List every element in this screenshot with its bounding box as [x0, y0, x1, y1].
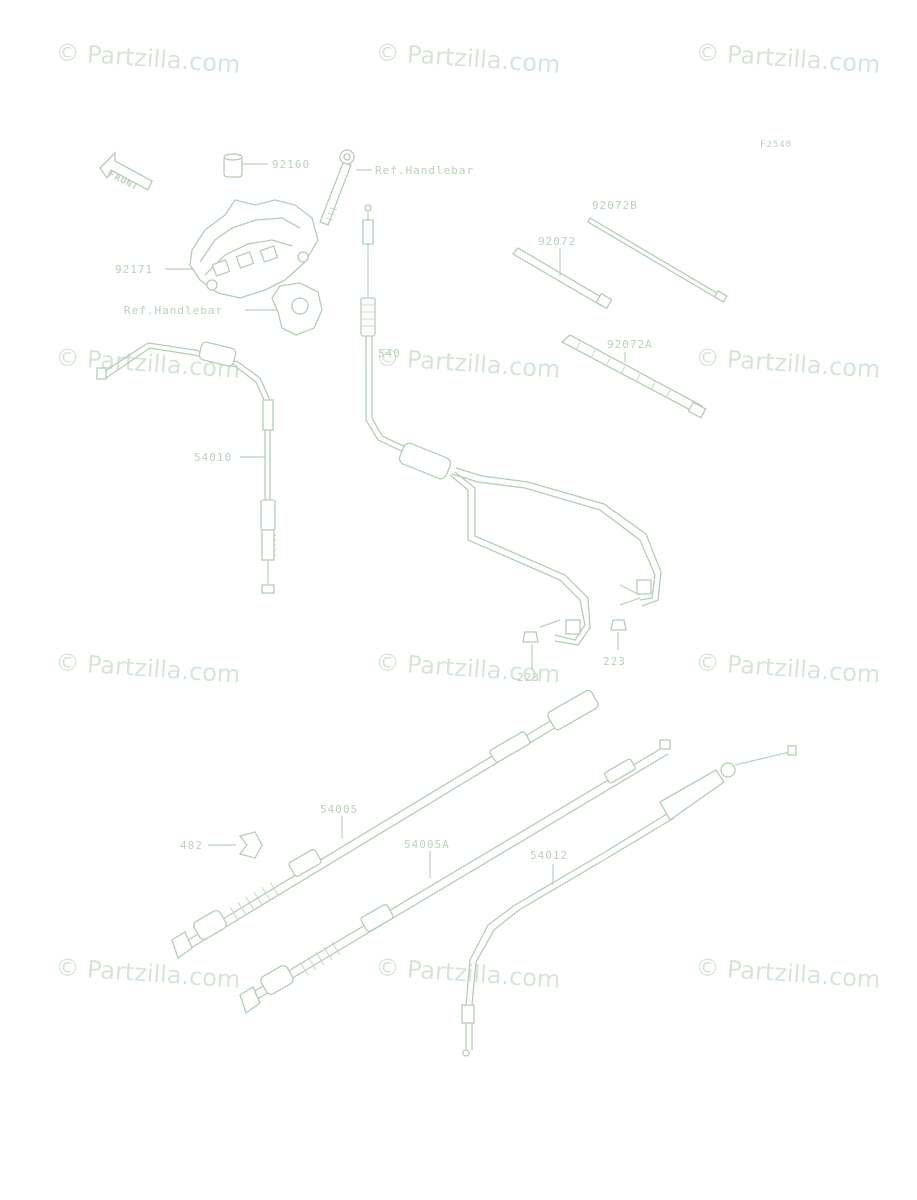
handlebar-clamp-part [271, 282, 323, 336]
front-arrow-icon: FRONT [99, 151, 153, 193]
part-label-54010: 54010 [194, 451, 232, 464]
part-label-92171: 92171 [115, 263, 153, 276]
part-label-223-a: 223 [517, 671, 540, 684]
cable-54010-part [96, 341, 276, 594]
part-label-92072B: 92072B [592, 199, 638, 212]
collar-part [223, 153, 243, 178]
cable-54005A-part [239, 739, 671, 1015]
cable-54012-part [461, 745, 797, 1057]
cable-tie-92072A-part [560, 334, 707, 419]
bolt-part [319, 149, 355, 226]
watermark: © Partzilla.com [55, 953, 242, 994]
cable-center-part [360, 204, 662, 646]
watermark: © Partzilla.com [55, 648, 242, 689]
ref-handlebar-top: Ref.Handlebar [375, 164, 474, 177]
part-label-92072A: 92072A [607, 338, 653, 351]
cable-tie-92072-part [512, 247, 613, 310]
watermark: © Partzilla.com [695, 648, 882, 689]
screw-223-b-part [610, 584, 641, 631]
part-label-54005: 54005 [320, 803, 358, 816]
watermark: © Partzilla.com [375, 343, 562, 384]
cable-54005-part [171, 689, 599, 960]
part-label-482: 482 [180, 839, 203, 852]
watermark: © Partzilla.com [375, 38, 562, 79]
cable-tie-92072B-part [587, 217, 728, 303]
part-label-54012: 54012 [530, 849, 568, 862]
watermark: © Partzilla.com [55, 38, 242, 79]
part-label-54005A: 54005A [404, 838, 450, 851]
watermark: © Partzilla.com [695, 343, 882, 384]
watermark: © Partzilla.com [695, 953, 882, 994]
part-label-92072: 92072 [538, 235, 576, 248]
part-label-223-b: 223 [603, 655, 626, 668]
ref-handlebar-mid: Ref.Handlebar [124, 304, 223, 317]
diagram-code: F2540 [760, 140, 792, 150]
screw-223-a-part [522, 619, 561, 643]
watermark: © Partzilla.com [695, 38, 882, 79]
clip-482-part [238, 831, 263, 859]
switch-housing-part [189, 199, 319, 299]
part-label-92160: 92160 [272, 158, 310, 171]
part-label-540xx: 540 [378, 347, 401, 360]
